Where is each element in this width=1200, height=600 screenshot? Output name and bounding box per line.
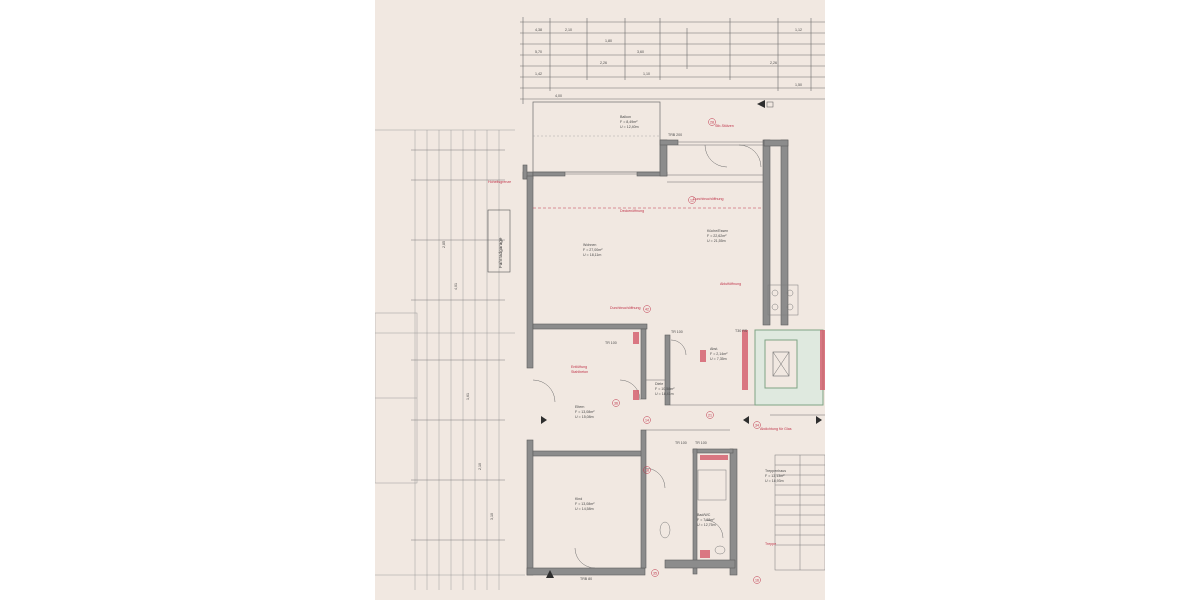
note-6: Abdichtung für Glas [760, 427, 792, 431]
dim-top-0: 4,38 [535, 28, 542, 32]
top-dimension-ticks [522, 17, 812, 104]
room-wohnen-name: Wohnen [583, 243, 596, 247]
room-kind-name: Kind [575, 497, 582, 501]
room-kind-perimeter: U = 14,58m [575, 507, 594, 511]
top-dimension-lines [520, 21, 825, 100]
room-kueche-area: F = 22,62m² [707, 234, 727, 238]
room-balkon-perimeter: U = 12,40m [620, 125, 639, 129]
room-labels: Balkon F = 8,49m² U = 12,40m Wohnen F = … [575, 115, 786, 527]
shaft-block [754, 329, 824, 406]
marker-5: 18 [645, 468, 649, 472]
note-5: Stahlbeton [571, 370, 588, 374]
walls [522, 139, 789, 576]
door-label-6: TRB 80 [580, 577, 592, 581]
dim-wall-3: 2,10 [478, 463, 482, 470]
top-dimension-texts: 4,38 2,10 1,80 5,70 3,60 2,26 1,42 1,10 … [535, 28, 802, 98]
room-treppe-perimeter: U = 18,93m [765, 479, 784, 483]
room-eltern-area: F = 13,08m² [575, 410, 595, 414]
door-label-2: TR 100 [671, 330, 683, 334]
door-label-1: TR 100 [605, 341, 617, 345]
note-8: Treppe [765, 542, 776, 546]
room-balkon-area: F = 8,49m² [620, 120, 638, 124]
left-dimension-texts: 2,85 4,01 1,61 2,10 3,10 [442, 241, 494, 520]
room-balkon-name: Balkon [620, 115, 631, 119]
room-diele-name: Diele [655, 382, 663, 386]
direction-arrow-icons [541, 100, 822, 578]
dim-top-5: 2,26 [600, 61, 607, 65]
circle-markers [612, 118, 761, 584]
dim-top-3: 5,70 [535, 50, 542, 54]
garage-label-box [487, 209, 511, 273]
marker-0: 28 [710, 120, 714, 124]
room-treppe-area: F = 13,13m² [765, 474, 785, 478]
marker-2: 12 [690, 198, 694, 202]
room-diele-area: F = 10,58m² [655, 387, 675, 391]
floor-plan-drawing: 4,38 2,10 1,80 5,70 3,60 2,26 1,42 1,10 … [375, 0, 825, 600]
door-labels: TRB 200 TR 100 TR 100 TR 100 TR 100 T30 … [580, 133, 748, 581]
dim-top-7: 1,10 [643, 72, 650, 76]
note-1: Deckenöffnung [620, 209, 644, 213]
annotation-notes: Deckenöffnung Durchbruchöffnung Durchbru… [488, 124, 792, 546]
circle-marker-labels: 28 42 12 36 14 18 21 34 35 16 [614, 120, 759, 582]
room-diele-perimeter: U = 18,41m [655, 392, 674, 396]
dim-top-2: 1,80 [605, 39, 612, 43]
note-4: Entlüftung [571, 365, 587, 369]
marker-1: 42 [645, 307, 649, 311]
note-9: Stb-Stützen [715, 124, 734, 128]
room-wohnen-perimeter: U = 18,11m [583, 253, 601, 257]
dim-wall-2: 1,61 [466, 393, 470, 400]
marker-9: 16 [755, 578, 759, 582]
left-dimension-ticks [411, 149, 505, 541]
bathroom-fixtures [659, 469, 727, 555]
room-eltern-perimeter: U = 15,08m [575, 415, 594, 419]
room-abst-perimeter: U = 7,35m [710, 357, 727, 361]
interior-lines [533, 141, 825, 431]
room-treppe-name: Treppenhaus [765, 469, 786, 473]
dim-top-9: 4,00 [555, 94, 562, 98]
door-label-4: TR 100 [675, 441, 687, 445]
stair-icon [774, 454, 825, 571]
section-marker-icon [766, 101, 774, 108]
dim-top-10: 1,12 [795, 28, 802, 32]
room-bad-perimeter: U = 12,75m [697, 523, 716, 527]
dim-top-1: 2,10 [565, 28, 572, 32]
stove-icon [767, 284, 799, 316]
door-label-3: TR 100 [695, 441, 707, 445]
room-kueche-perimeter: U = 21,55m [707, 239, 726, 243]
note-2: Durchbruchöffnung [693, 197, 724, 201]
room-abst-area: F = 2,14m² [710, 352, 728, 356]
note-7: Abluftöffnung [720, 282, 741, 286]
room-kind-area: F = 13,08m² [575, 502, 595, 506]
door-swings [532, 144, 762, 569]
room-eltern-name: Eltern [575, 405, 584, 409]
marker-7: 34 [755, 423, 759, 427]
marker-6: 21 [708, 413, 712, 417]
floor-plan-sheet: 4,38 2,10 1,80 5,70 3,60 2,26 1,42 1,10 … [375, 0, 825, 600]
dim-wall-4: 3,10 [490, 513, 494, 520]
door-label-5: T30 RS [735, 329, 748, 333]
dim-wall-0: 2,85 [442, 241, 446, 248]
room-wohnen-area: F = 27,00m² [583, 248, 603, 252]
red-wall-hatches [633, 330, 825, 558]
marker-4: 14 [645, 418, 649, 422]
room-abst-name: Abst. [710, 347, 718, 351]
room-bad-name: Bad/WC [697, 513, 711, 517]
balcony-outline [532, 101, 661, 173]
room-kueche-name: Küche/Essen [707, 229, 728, 233]
note-10: Hoheitsgrenze [488, 180, 511, 184]
room-bad-area: F = 7,98m² [697, 518, 715, 522]
garage-label: Fahrradgarage [498, 237, 503, 268]
dim-top-6: 1,42 [535, 72, 542, 76]
dim-top-11: 1,50 [795, 83, 802, 87]
marker-3: 36 [614, 401, 618, 405]
marker-8: 35 [653, 571, 657, 575]
note-3: Durchbruchöffnung [610, 306, 641, 310]
dim-top-4: 3,60 [637, 50, 644, 54]
door-label-0: TRB 200 [668, 133, 682, 137]
dim-top-8: 2,26 [770, 61, 777, 65]
dim-wall-1: 4,01 [454, 283, 458, 290]
